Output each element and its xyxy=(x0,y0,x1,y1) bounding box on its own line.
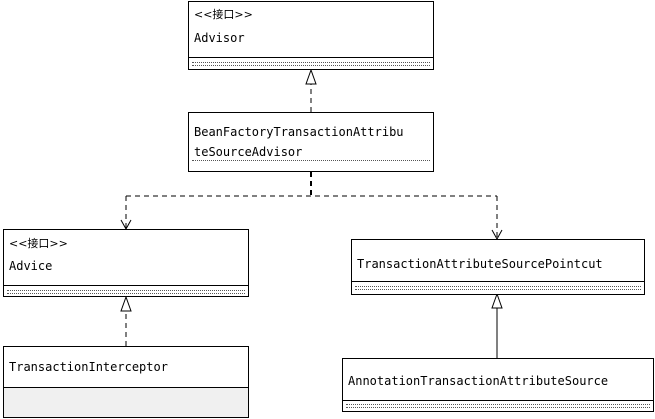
class-annotation-transaction-attribute-source[interactable]: AnnotationTransactionAttributeSource xyxy=(342,358,654,412)
generalization-arrow-pointcut xyxy=(491,292,503,309)
bean-factory-advisor-attributes xyxy=(192,160,430,161)
pointcut-attributes xyxy=(355,286,641,287)
class-bean-factory-transaction-attribute-source-advisor[interactable]: BeanFactoryTransactionAttribu teSourceAd… xyxy=(188,112,434,172)
interceptor-name: TransactionInterceptor xyxy=(9,360,168,374)
interceptor-separator xyxy=(4,387,248,388)
class-advice[interactable]: <<接口>> Advice xyxy=(3,229,249,297)
advice-separator xyxy=(4,285,248,286)
advice-attributes xyxy=(7,290,245,291)
bean-factory-advisor-name-line2: teSourceAdvisor xyxy=(194,145,303,159)
advisor-attributes xyxy=(192,62,430,63)
pointcut-separator xyxy=(352,281,644,282)
bean-factory-advisor-name-line1: BeanFactoryTransactionAttribu xyxy=(194,125,404,139)
realization-arrow-advice xyxy=(120,295,132,312)
advice-stereotype: <<接口>> xyxy=(9,237,68,250)
annotation-source-name: AnnotationTransactionAttributeSource xyxy=(348,374,609,388)
class-transaction-interceptor[interactable]: TransactionInterceptor xyxy=(3,346,249,418)
class-advisor[interactable]: <<接口>> Advisor xyxy=(188,1,434,70)
class-transaction-attribute-source-pointcut[interactable]: TransactionAttributeSourcePointcut xyxy=(351,239,645,295)
advisor-stereotype: <<接口>> xyxy=(194,8,253,21)
advice-name: Advice xyxy=(9,259,53,273)
advisor-name: Advisor xyxy=(194,31,245,45)
interceptor-attributes xyxy=(4,388,248,417)
advisor-separator xyxy=(189,57,433,58)
annotation-source-attributes xyxy=(346,404,650,405)
realization-arrow-advisor xyxy=(305,68,317,85)
pointcut-name: TransactionAttributeSourcePointcut xyxy=(357,257,603,271)
annotation-source-separator xyxy=(343,400,653,401)
